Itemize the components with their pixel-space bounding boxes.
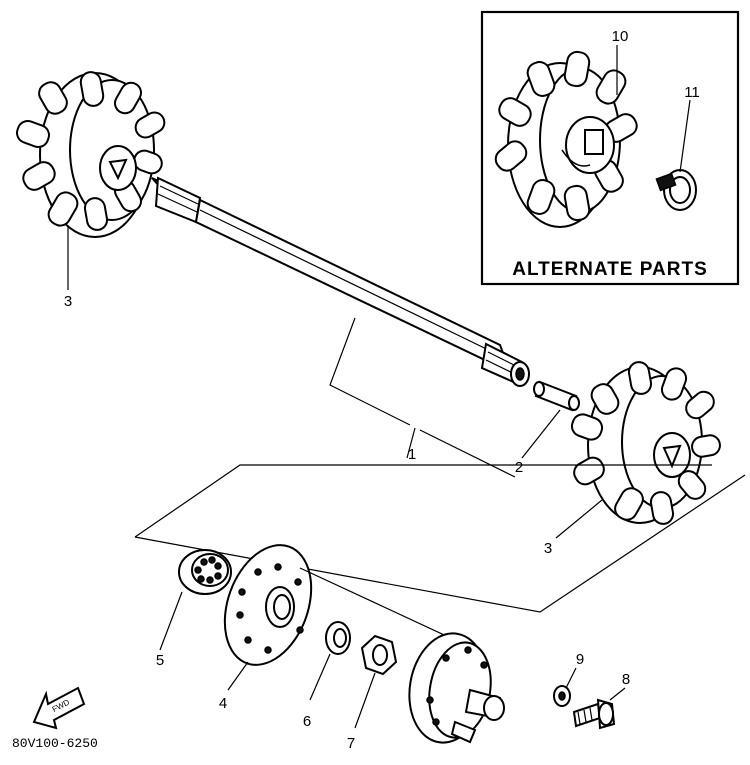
leader-3-right: [555, 499, 603, 539]
diagram-code: 80V100-6250: [12, 736, 98, 751]
leader-8: [609, 687, 626, 701]
leader-flange-link: [299, 567, 456, 641]
shaft-pin: [533, 380, 580, 412]
callout-1: 1: [408, 446, 416, 463]
callout-10: 10: [612, 28, 629, 45]
callout-4: 4: [219, 695, 227, 712]
callout-3-right: 3: [544, 540, 552, 557]
hub-flange: [408, 632, 505, 744]
callout-7: 7: [347, 735, 355, 752]
forward-arrow-icon: FWD: [32, 686, 86, 730]
bearing: [178, 549, 232, 595]
alternate-parts-label: ALTERNATE PARTS: [512, 259, 708, 280]
assembly-bracket-top: [134, 464, 712, 538]
leader-11: [679, 99, 691, 173]
callout-6: 6: [303, 713, 311, 730]
left-sprocket: [16, 71, 166, 238]
drive-shaft: [151, 176, 530, 387]
lock-washer: [553, 685, 571, 707]
callout-11: 11: [684, 84, 700, 101]
hex-nut: [360, 634, 398, 676]
flange-plate: [223, 544, 313, 666]
callout-9: 9: [576, 651, 584, 668]
alternate-parts-box: ALTERNATE PARTS 10 11: [480, 10, 740, 286]
bolt: [572, 698, 616, 730]
callout-3-left: 3: [64, 293, 72, 310]
leader-9: [565, 667, 577, 689]
callout-8: 8: [622, 671, 630, 688]
washer: [325, 621, 351, 655]
right-sprocket: [570, 361, 721, 525]
leader-1-shaft: [329, 317, 411, 426]
leader-5: [159, 591, 183, 651]
alternate-sprocket: [494, 50, 638, 228]
callout-2: 2: [515, 459, 523, 476]
callout-5: 5: [156, 652, 164, 669]
leader-1-bottom: [419, 429, 516, 478]
leader-6: [309, 653, 331, 701]
leader-7: [354, 672, 376, 729]
leader-2: [521, 409, 561, 459]
leader-4: [227, 661, 249, 691]
